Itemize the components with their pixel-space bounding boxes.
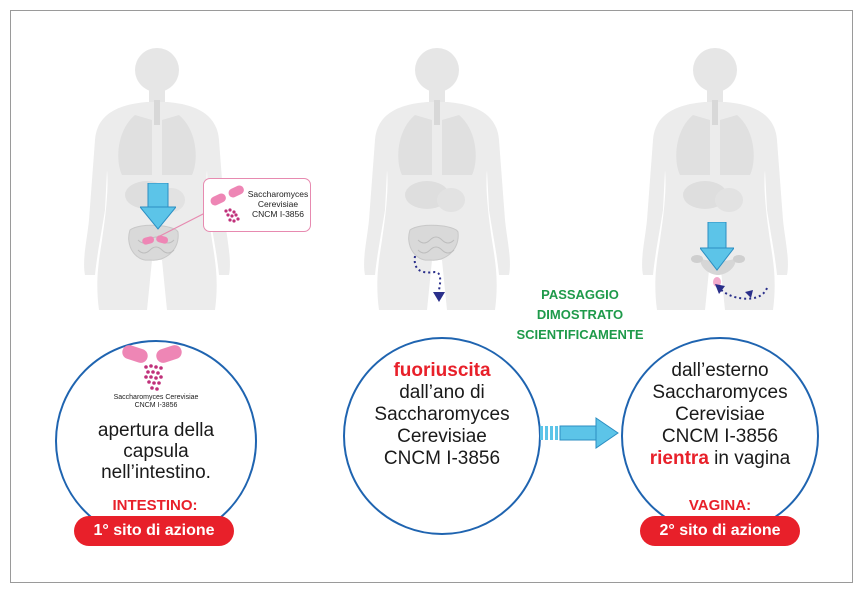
panel3-line-5-rest: in vagina <box>708 448 791 469</box>
panel3-line-4: CNCM I-3856 <box>661 426 779 447</box>
callout-line-3: CNCM I-3856 <box>252 209 304 219</box>
site-vagina-label: VAGINA: <box>688 497 752 514</box>
callout-line-1: Saccharomyces <box>247 189 309 199</box>
callout-label: Saccharomyces Cerevisiae CNCM I-3856 <box>244 189 312 219</box>
reentry-path-arrow-icon <box>713 277 768 300</box>
panel2-line-2: dall’ano di <box>399 382 485 403</box>
panel2-line-5: CNCM I-3856 <box>383 448 501 469</box>
exit-path-arrow-icon <box>413 255 445 302</box>
panel3-line-2: Saccharomyces <box>652 382 788 403</box>
site-intestine-badge: 1° sito di azione <box>74 516 234 546</box>
blue-down-arrow-icon <box>140 183 176 230</box>
capsule-icon <box>210 185 244 223</box>
panel2-highlight: fuoriuscita <box>393 360 491 381</box>
panel-vagina-text: dall’esterno Saccharomyces Cerevisiae CN… <box>630 360 810 470</box>
capsule-caption: Saccharomyces Cerevisiae CNCM I-3856 <box>96 394 216 410</box>
panel2-line-3: Saccharomyces <box>374 404 510 425</box>
capsule-caption-line-2: CNCM I-3856 <box>134 402 178 409</box>
panel-intestine-circle <box>55 340 257 542</box>
open-capsule-large-icon <box>122 345 182 391</box>
passage-label: PASSAGGIO DIMOSTRATO SCIENTIFICAMENTE <box>500 285 660 345</box>
site-vagina-badge: 2° sito di azione <box>640 516 800 546</box>
callout-line-2: Cerevisiae <box>257 199 299 209</box>
panel2-line-4: Cerevisiae <box>397 426 487 447</box>
panel1-line-2: capsula <box>123 441 189 462</box>
passage-line-1: PASSAGGIO <box>541 287 619 302</box>
blue-down-arrow-vagina-icon <box>700 222 734 271</box>
panel3-line-1: dall’esterno <box>671 360 769 381</box>
transfer-arrow-icon <box>540 417 619 449</box>
callout-box: Saccharomyces Cerevisiae CNCM I-3856 <box>203 178 311 232</box>
passage-line-3: SCIENTIFICAMENTE <box>516 327 644 342</box>
panel3-line-5: rientra in vagina <box>630 448 810 470</box>
panel1-line-3: nell’intestino. <box>101 462 211 483</box>
panel3-line-3: Cerevisiae <box>675 404 765 425</box>
panel-intestine-text: apertura della capsula nell’intestino. <box>70 420 242 483</box>
panel-exit-circle <box>343 337 541 535</box>
panel-exit-text: fuoriuscita dall’ano di Saccharomyces Ce… <box>352 360 532 470</box>
panel1-line-1: apertura della <box>97 420 215 441</box>
callout-connector <box>157 212 206 238</box>
panel3-highlight: rientra <box>649 448 709 469</box>
capsule-caption-line-1: Saccharomyces Cerevisiae <box>113 394 199 401</box>
site-intestine-label: INTESTINO: <box>112 497 198 514</box>
open-capsule-icon <box>142 235 169 245</box>
passage-line-2: DIMOSTRATO <box>536 307 624 322</box>
